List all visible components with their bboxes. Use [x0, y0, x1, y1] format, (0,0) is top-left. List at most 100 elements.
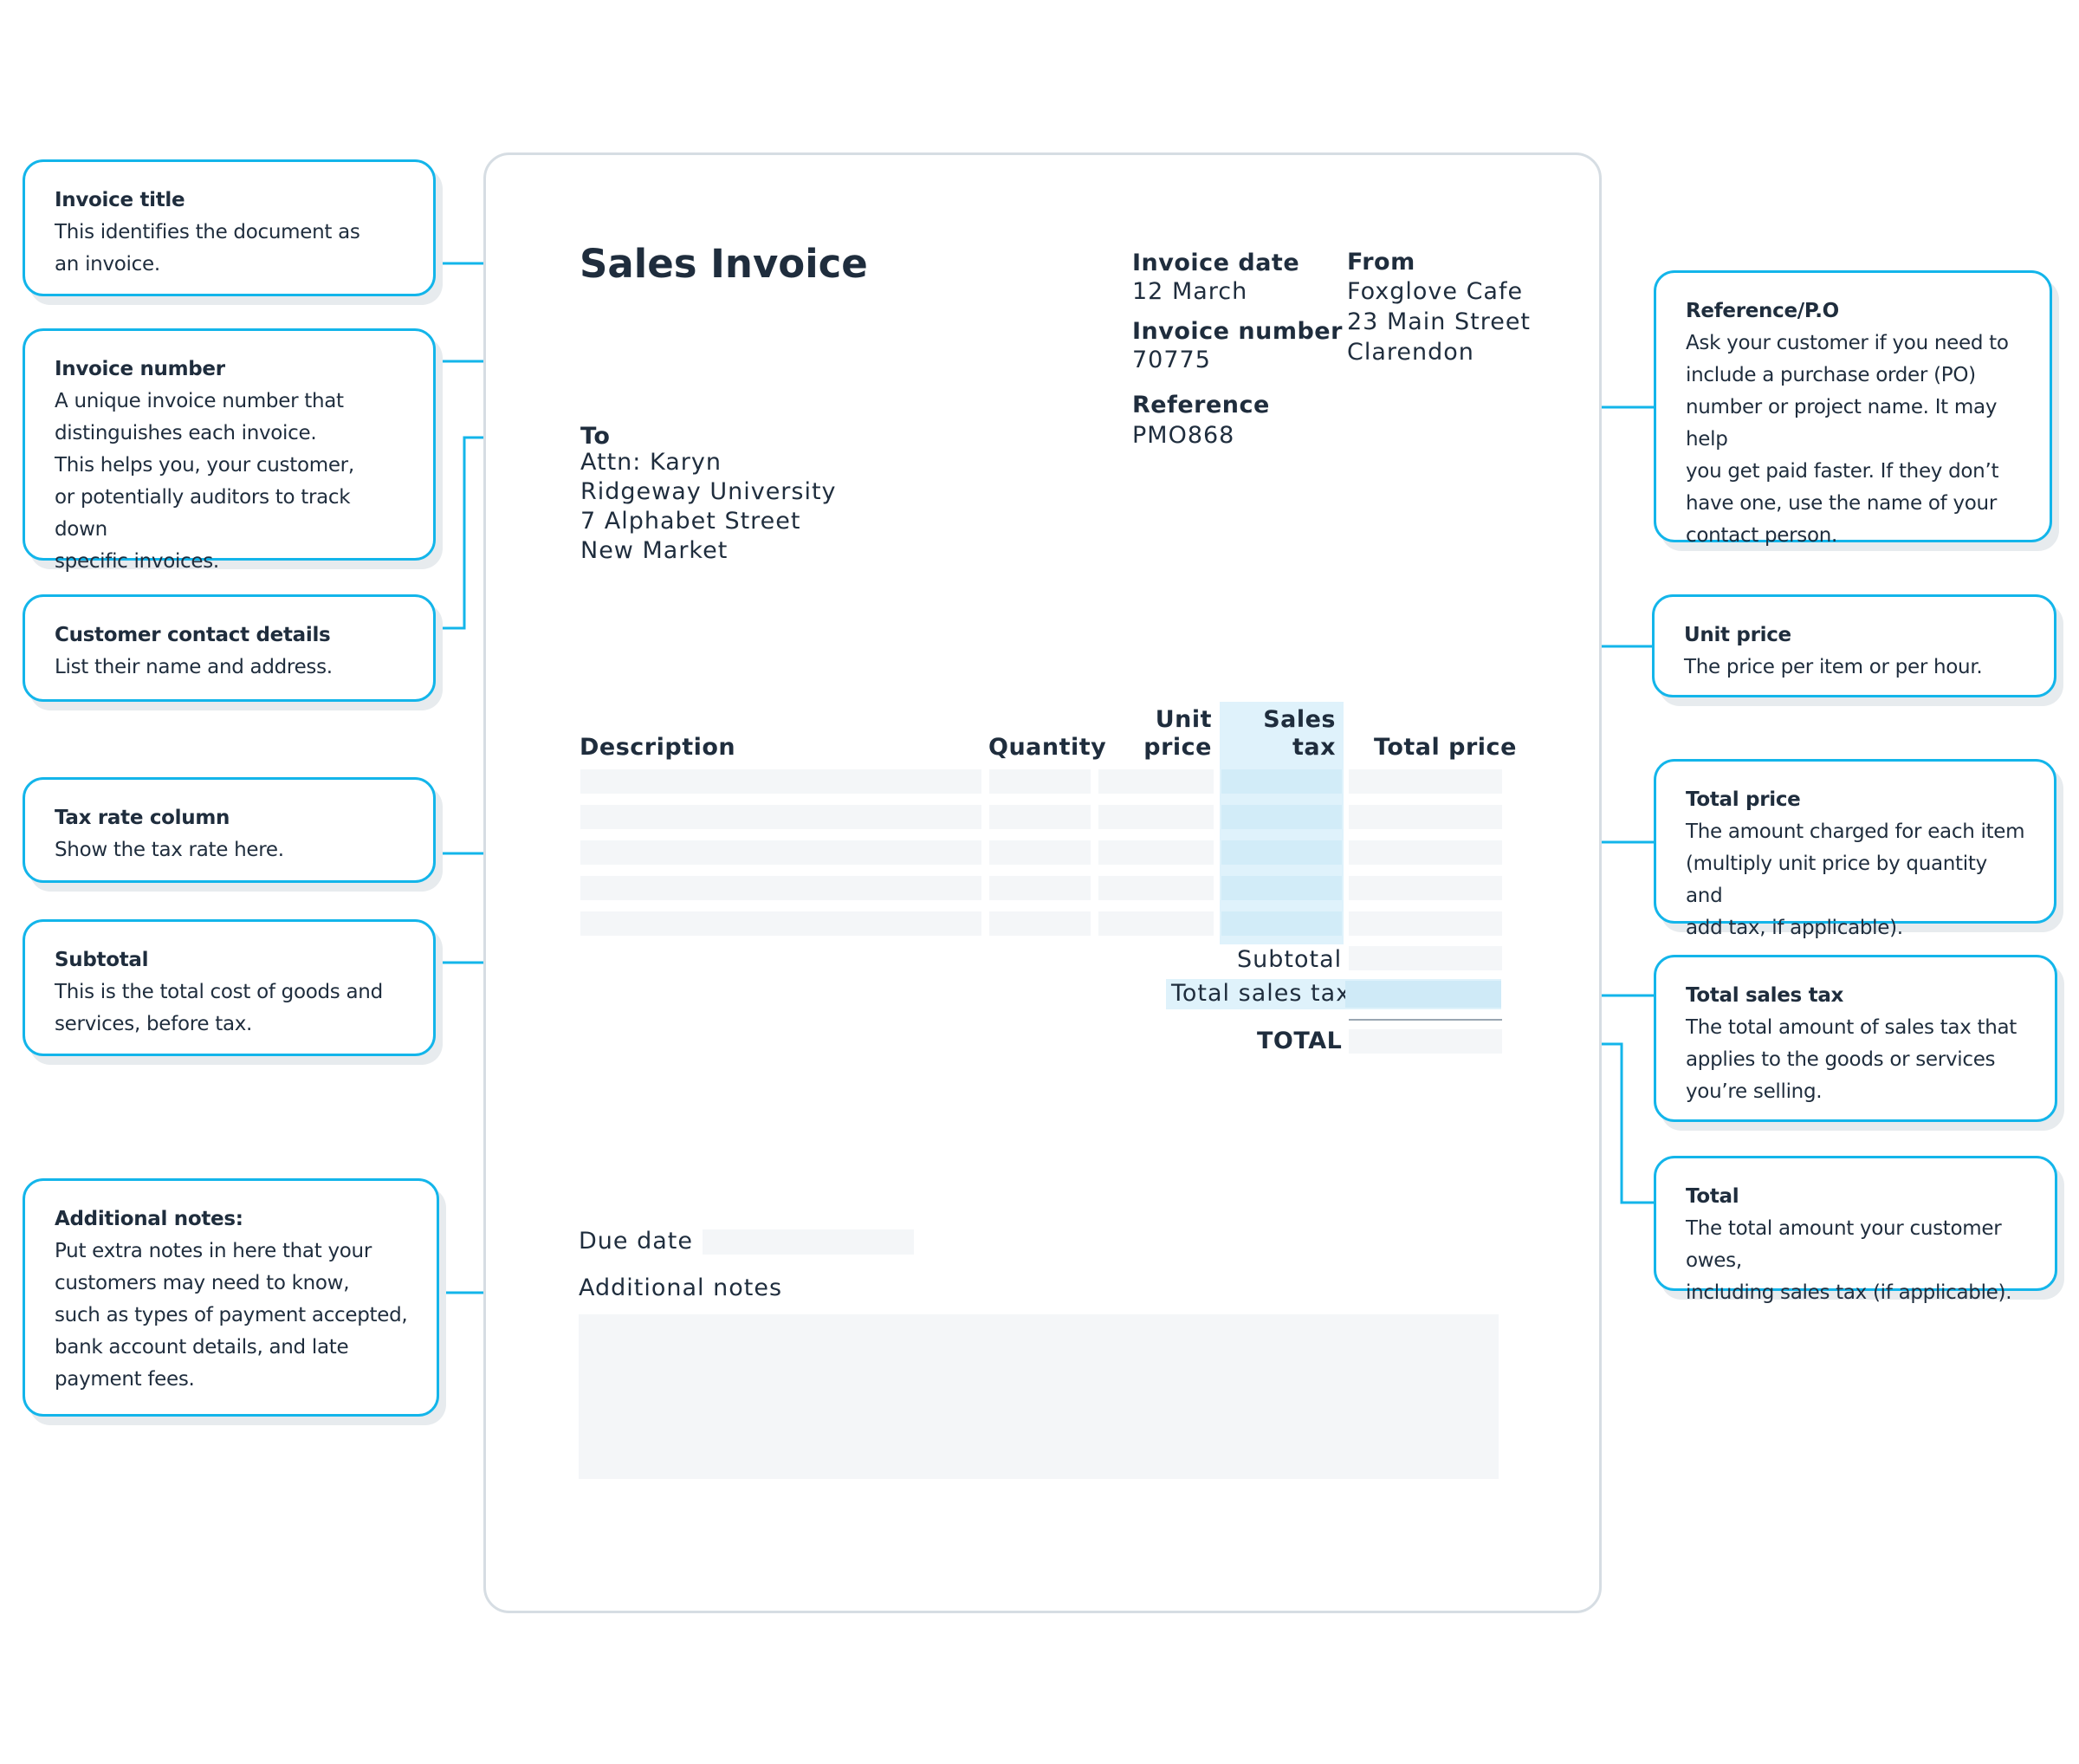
quantity-cell[interactable] [989, 769, 1091, 794]
sales-tax-cell[interactable] [1221, 805, 1342, 829]
quantity-cell[interactable] [989, 840, 1091, 865]
callout-line: include a purchase order (PO) [1686, 364, 1976, 386]
callout-line: have one, use the name of your [1686, 492, 1997, 515]
callout-customer-contact-details: Customer contact details List their name… [23, 594, 436, 702]
callout-title: Subtotal [55, 949, 149, 971]
callout-line: This identifies the document as [55, 221, 360, 243]
column-header-sales-tax: Sales tax [1247, 706, 1336, 762]
to-line: 7 Alphabet Street [580, 508, 801, 535]
callout-title: Invoice title [55, 189, 185, 211]
from-line: Foxglove Cafe [1347, 278, 1524, 305]
callout-line: including sales tax (if applicable). [1686, 1281, 2012, 1304]
total-price-cell[interactable] [1349, 840, 1502, 865]
sales-tax-line-2: tax [1292, 734, 1336, 761]
unit-price-line-2: price [1143, 734, 1212, 761]
total-price-cell[interactable] [1349, 805, 1502, 829]
to-line: Ridgeway University [580, 478, 837, 505]
callout-line: such as types of payment accepted, [55, 1304, 408, 1326]
callout-line: customers may need to know, [55, 1272, 350, 1294]
callout-line: specific invoices. [55, 550, 219, 573]
callout-line: an invoice. [55, 253, 160, 276]
unit-price-cell[interactable] [1098, 911, 1214, 936]
column-header-quantity: Quantity [988, 734, 1107, 761]
callout-line: The total amount your customer owes, [1686, 1217, 2002, 1272]
callout-line: Put extra notes in here that your [55, 1240, 372, 1262]
invoice-title: Sales Invoice [580, 241, 868, 287]
quantity-cell[interactable] [989, 911, 1091, 936]
callout-line: or potentially auditors to track down [55, 486, 351, 541]
callout-invoice-number: Invoice number A unique invoice number t… [23, 328, 436, 573]
subtotal-label: Subtotal [1237, 946, 1343, 973]
quantity-cell[interactable] [989, 876, 1091, 900]
callout-line: Show the tax rate here. [55, 839, 284, 861]
total-field[interactable] [1349, 1029, 1502, 1054]
total-label: TOTAL [1257, 1028, 1343, 1054]
callout-line: A unique invoice number that [55, 390, 344, 412]
callout-title: Customer contact details [55, 624, 331, 646]
additional-notes-label: Additional notes [579, 1274, 783, 1301]
callout-line: The price per item or per hour. [1684, 656, 1983, 678]
description-cell[interactable] [580, 805, 981, 829]
callout-line: number or project name. It may help [1686, 396, 1998, 451]
callout-line: The total amount of sales tax that [1686, 1016, 2017, 1039]
description-cell[interactable] [580, 876, 981, 900]
callout-unit-price: Unit price The price per item or per hou… [1652, 594, 2056, 697]
unit-price-cell[interactable] [1098, 876, 1214, 900]
callout-title: Unit price [1684, 624, 1791, 646]
sales-tax-cell[interactable] [1221, 911, 1342, 936]
callout-line: bank account details, and late [55, 1336, 349, 1359]
sales-tax-line-1: Sales [1263, 706, 1336, 733]
quantity-cell[interactable] [989, 805, 1091, 829]
total-price-cell[interactable] [1349, 769, 1502, 794]
column-header-description: Description [580, 734, 736, 761]
unit-price-line-1: Unit [1155, 706, 1212, 733]
description-cell[interactable] [580, 911, 981, 936]
invoice-date-value: 12 March [1132, 278, 1248, 305]
sales-tax-cell[interactable] [1221, 840, 1342, 865]
callout-line: (multiply unit price by quantity and [1686, 853, 1987, 907]
to-line: New Market [580, 537, 729, 564]
callout-tax-rate-column: Tax rate column Show the tax rate here. [23, 777, 436, 883]
description-cell[interactable] [580, 840, 981, 865]
total-price-cell[interactable] [1349, 876, 1502, 900]
invoice-number-label: Invoice number [1132, 318, 1343, 345]
invoice-number-value: 70775 [1132, 347, 1211, 373]
callout-title: Total price [1686, 788, 1801, 811]
callout-line: The amount charged for each item [1686, 820, 2025, 843]
callout-subtotal: Subtotal This is the total cost of goods… [23, 919, 436, 1056]
callout-line: applies to the goods or services [1686, 1048, 1996, 1071]
callout-line: distinguishes each invoice. [55, 422, 317, 444]
additional-notes-field[interactable] [579, 1314, 1499, 1479]
sales-tax-cell[interactable] [1221, 769, 1342, 794]
callout-line: List their name and address. [55, 656, 333, 678]
callout-line: payment fees. [55, 1368, 195, 1391]
column-header-unit-price: Unit price [1126, 706, 1212, 762]
callout-reference-po: Reference/P.O Ask your customer if you n… [1654, 270, 2052, 547]
callout-title: Total [1686, 1185, 1739, 1208]
callout-line: This helps you, your customer, [55, 454, 354, 477]
from-label: From [1347, 249, 1415, 276]
callout-line: contact person. [1686, 524, 1838, 547]
callout-line: services, before tax. [55, 1013, 253, 1035]
due-date-field[interactable] [703, 1229, 914, 1255]
sales-tax-cell[interactable] [1221, 876, 1342, 900]
total-price-cell[interactable] [1349, 911, 1502, 936]
subtotal-field[interactable] [1349, 946, 1502, 970]
callout-title: Invoice number [55, 358, 225, 380]
callout-total-sales-tax: Total sales tax The total amount of sale… [1654, 955, 2057, 1122]
to-label: To [580, 423, 611, 450]
unit-price-cell[interactable] [1098, 769, 1214, 794]
callout-title: Reference/P.O [1686, 300, 1839, 322]
unit-price-cell[interactable] [1098, 805, 1214, 829]
callout-title: Additional notes: [55, 1208, 243, 1230]
description-cell[interactable] [580, 769, 981, 794]
unit-price-cell[interactable] [1098, 840, 1214, 865]
callout-total-price: Total price The amount charged for each … [1654, 759, 2056, 939]
total-divider [1349, 1019, 1502, 1021]
total-sales-tax-field[interactable] [1345, 981, 1501, 1008]
reference-label: Reference [1132, 392, 1270, 418]
callout-line: This is the total cost of goods and [55, 981, 383, 1003]
callout-invoice-title: Invoice title This identifies the docume… [23, 159, 436, 296]
to-line: Attn: Karyn [580, 449, 722, 476]
callout-title: Total sales tax [1686, 984, 1844, 1007]
